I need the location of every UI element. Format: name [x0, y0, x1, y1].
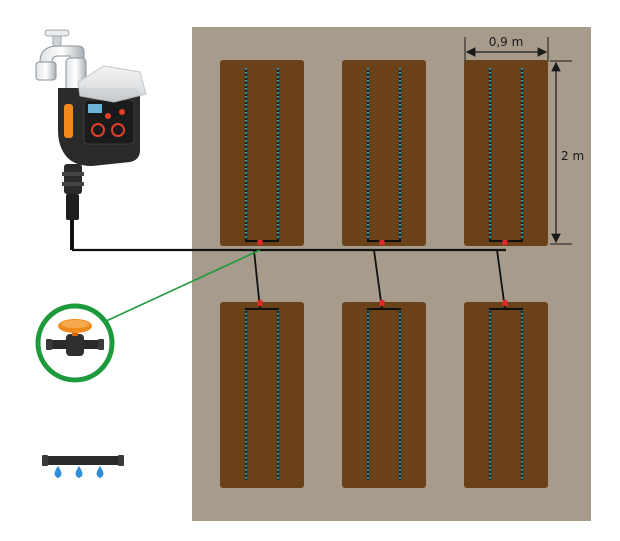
garden-beds — [220, 60, 548, 488]
garden-bed — [220, 60, 304, 246]
valve-callout — [35, 303, 115, 383]
length-label: 2 m — [561, 149, 584, 163]
connector-top — [257, 240, 263, 245]
garden-bed — [342, 60, 426, 246]
garden-bed — [464, 60, 548, 246]
shutoff-valve-icon — [46, 319, 104, 356]
width-dimension: 0,9 m — [464, 35, 549, 62]
branch-pipes — [253, 240, 508, 310]
main-supply-pipe — [70, 220, 506, 252]
length-dimension: 2 m — [550, 60, 584, 245]
garden-bed — [342, 302, 426, 488]
branch-pipe — [496, 249, 506, 310]
garden-tap-icon — [35, 29, 87, 93]
connector-bottom — [379, 300, 385, 306]
dripper-pipe-icon — [42, 455, 124, 478]
branch-pipe — [253, 249, 261, 310]
width-label: 0,9 m — [489, 35, 524, 49]
water-timer-icon — [35, 29, 147, 220]
connector-bottom — [257, 300, 263, 306]
connector-bottom — [502, 300, 508, 306]
garden-bed — [220, 302, 304, 488]
branch-pipe — [373, 249, 383, 310]
garden-bed — [464, 302, 548, 488]
connector-top — [379, 240, 385, 245]
connector-top — [502, 240, 508, 245]
callout-line — [103, 249, 261, 323]
